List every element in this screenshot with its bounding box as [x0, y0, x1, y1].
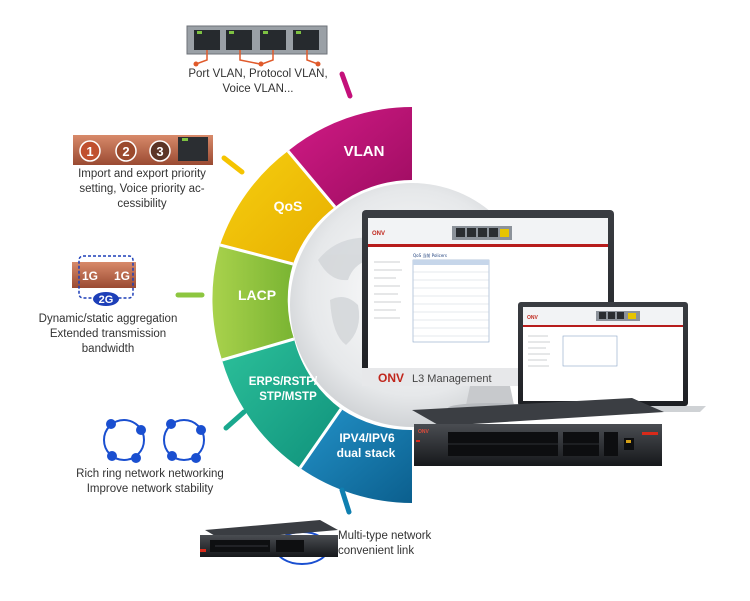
label-erps-2: STP/MSTP — [259, 391, 317, 403]
segment-vlan — [288, 107, 412, 207]
label-ipv-1: IPV4/IPV6 — [339, 431, 395, 445]
priority-badge-1-label: 1 — [86, 144, 93, 159]
caption-qos: Import and export priority setting, Voic… — [52, 167, 232, 212]
priority-badge-2 — [115, 140, 137, 162]
caption-qos-line3: cessibility — [117, 198, 167, 210]
caption-vlan: Port VLAN, Protocol VLAN, Voice VLAN... — [168, 67, 348, 97]
caption-vlan-line2: Voice VLAN... — [222, 83, 294, 95]
caption-lacp: Dynamic/static aggregation Extended tran… — [18, 312, 198, 357]
ring-icon-1 — [103, 419, 145, 461]
vlan-port-strip — [186, 25, 328, 67]
lacp-port-1: 1G — [82, 269, 98, 283]
label-lacp: LACP — [238, 287, 276, 303]
label-vlan: VLAN — [344, 143, 385, 160]
ring-icon-2 — [163, 419, 205, 461]
monitor-qos-table — [412, 259, 490, 343]
caption-qos-line2: setting, Voice priority ac- — [79, 183, 205, 195]
monitor-header-logo: ONV — [372, 231, 385, 237]
caption-lacp-line2: Extended transmission — [49, 328, 167, 340]
caption-ring: Rich ring network networking Improve net… — [60, 467, 240, 497]
label-qos: QoS — [274, 198, 303, 214]
lacp-total-label: 2G — [99, 294, 114, 306]
segment-erps — [222, 339, 341, 468]
segment-lacp — [212, 245, 294, 360]
label-ipv-2: dual stack — [337, 446, 396, 460]
switch-brand: ONV — [418, 429, 430, 435]
monitor-brand: ONV — [378, 371, 404, 385]
monitor-panel-title: QoS 当前 Policers — [413, 252, 447, 258]
lacp-total-badge — [93, 292, 119, 306]
lacp-port-2: 1G — [114, 269, 130, 283]
caption-link-line1: Multi-type network — [338, 530, 432, 542]
monitor-title: L3 Management — [412, 373, 492, 385]
caption-link: Multi-type network convenient link — [338, 529, 448, 559]
label-erps-1: ERPS/RSTP/ — [249, 376, 318, 388]
connector-vlan — [339, 71, 353, 99]
caption-ring-line2: Improve network stability — [86, 483, 214, 495]
qos-port-strip: 1 2 3 — [73, 135, 213, 165]
caption-link-line2: convenient link — [338, 545, 415, 557]
laptop-header-logo: ONV — [527, 315, 539, 321]
priority-badge-1 — [79, 140, 101, 162]
priority-badge-3-label: 3 — [156, 144, 163, 159]
segment-qos — [220, 151, 335, 264]
bottom-switch — [200, 520, 338, 565]
caption-ring-line1: Rich ring network networking — [76, 468, 224, 480]
ring-icons — [103, 419, 206, 463]
caption-qos-line1: Import and export priority — [78, 168, 206, 180]
laptop: ONV — [508, 302, 706, 412]
caption-lacp-line1: Dynamic/static aggregation — [38, 313, 178, 325]
segment-ipv — [300, 409, 412, 503]
connector-ipv — [339, 487, 352, 515]
priority-badge-2-label: 2 — [122, 144, 129, 159]
main-switch: ONV — [412, 398, 664, 466]
caption-lacp-line3: bandwidth — [81, 343, 135, 355]
priority-badge-3 — [149, 140, 171, 162]
caption-vlan-line1: Port VLAN, Protocol VLAN, — [188, 68, 328, 80]
lacp-ports: 1G 1G 2G — [72, 255, 136, 306]
connector-erps — [223, 409, 247, 431]
connector-qos — [221, 155, 245, 175]
